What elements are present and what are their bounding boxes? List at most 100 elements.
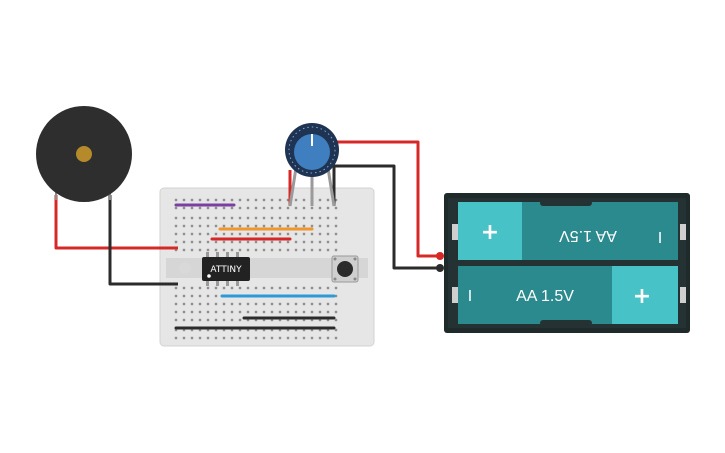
breadboard[interactable] — [159, 187, 375, 347]
breadboard-hole — [174, 302, 178, 306]
breadboard-hole — [334, 336, 338, 340]
breadboard-hole — [318, 318, 322, 322]
breadboard-hole — [334, 206, 338, 210]
battery-minus-terminal[interactable] — [436, 264, 444, 272]
breadboard-hole — [262, 198, 266, 202]
breadboard-hole — [254, 224, 258, 228]
battery-holder[interactable]: + AA 1.5V I I AA 1.5V + — [444, 193, 690, 333]
breadboard-hole — [246, 328, 250, 332]
breadboard-hole — [262, 216, 266, 220]
breadboard-hole — [326, 336, 330, 340]
battery-plus-terminal[interactable] — [436, 252, 444, 260]
buzzer-red-wire[interactable] — [54, 195, 178, 250]
breadboard-hole — [302, 206, 306, 210]
breadboard-hole — [182, 310, 186, 314]
breadboard-hole — [230, 198, 234, 202]
breadboard-hole — [198, 310, 202, 314]
breadboard-hole — [222, 328, 226, 332]
breadboard-hole — [310, 328, 314, 332]
pot-scale-ticks — [288, 126, 336, 174]
breadboard-hole — [286, 336, 290, 340]
breadboard-hole — [182, 294, 186, 298]
pot-knob[interactable] — [294, 134, 330, 170]
battery-bottom[interactable]: I AA 1.5V + — [458, 266, 678, 326]
breadboard-hole — [302, 198, 306, 202]
potentiometer[interactable] — [285, 123, 339, 207]
breadboard-hole — [222, 206, 226, 210]
breadboard-hole — [278, 206, 282, 210]
breadboard-hole — [278, 318, 282, 322]
breadboard-hole — [318, 328, 322, 332]
breadboard-hole — [206, 336, 210, 340]
breadboard-hole — [182, 302, 186, 306]
breadboard-hole — [254, 286, 258, 290]
breadboard-hole — [286, 328, 290, 332]
breadboard-hole — [262, 336, 266, 340]
breadboard-hole — [198, 216, 202, 220]
breadboard-hole — [310, 216, 314, 220]
breadboard-hole — [286, 310, 290, 314]
breadboard-hole — [230, 310, 234, 314]
breadboard-hole — [302, 328, 306, 332]
breadboard-hole — [278, 286, 282, 290]
breadboard-hole — [174, 318, 178, 322]
breadboard-hole — [182, 206, 186, 210]
breadboard-hole — [238, 224, 242, 228]
breadboard-hole — [174, 240, 178, 244]
breadboard-hole — [294, 248, 298, 252]
breadboard-hole — [318, 240, 322, 244]
breadboard-hole — [222, 302, 226, 306]
breadboard-hole — [278, 336, 282, 340]
breadboard-hole — [222, 336, 226, 340]
breadboard-hole — [334, 294, 338, 298]
breadboard-hole — [190, 248, 194, 252]
battery-bottom-minus-sign: I — [468, 288, 472, 305]
breadboard-hole — [246, 240, 250, 244]
breadboard-hole — [246, 224, 250, 228]
breadboard-hole — [238, 198, 242, 202]
breadboard-hole — [254, 248, 258, 252]
breadboard-hole — [190, 198, 194, 202]
breadboard-hole — [246, 286, 250, 290]
breadboard-hole — [270, 302, 274, 306]
breadboard-hole — [270, 232, 274, 236]
breadboard-hole — [206, 232, 210, 236]
breadboard-hole — [294, 286, 298, 290]
attiny-chip[interactable]: ATTINY — [202, 252, 250, 286]
breadboard-hole — [270, 336, 274, 340]
breadboard-hole — [326, 310, 330, 314]
buzzer-black-wire[interactable] — [108, 195, 178, 286]
piezo-buzzer[interactable] — [36, 106, 132, 202]
breadboard-hole — [262, 232, 266, 236]
breadboard-hole — [278, 224, 282, 228]
breadboard-hole — [190, 224, 194, 228]
breadboard-hole — [262, 286, 266, 290]
breadboard-hole — [294, 318, 298, 322]
breadboard-hole — [238, 240, 242, 244]
breadboard-hole — [270, 216, 274, 220]
chip-pin1-marker — [207, 274, 211, 278]
breadboard-hole — [334, 318, 338, 322]
breadboard-hole — [262, 224, 266, 228]
battery-black-wire[interactable] — [332, 164, 440, 270]
breadboard-hole — [230, 318, 234, 322]
breadboard-hole — [270, 240, 274, 244]
battery-top[interactable]: + AA 1.5V I — [458, 200, 678, 260]
breadboard-hole — [278, 310, 282, 314]
breadboard-hole — [190, 216, 194, 220]
breadboard-hole — [206, 294, 210, 298]
breadboard-hole — [262, 328, 266, 332]
breadboard-hole — [318, 336, 322, 340]
push-button[interactable] — [331, 255, 359, 283]
breadboard-hole — [198, 318, 202, 322]
breadboard-hole — [334, 216, 338, 220]
breadboard-hole — [238, 310, 242, 314]
breadboard-hole — [302, 318, 306, 322]
breadboard-hole — [318, 198, 322, 202]
breadboard-hole — [198, 232, 202, 236]
breadboard-hole — [214, 302, 218, 306]
breadboard-hole — [214, 328, 218, 332]
breadboard-hole — [254, 198, 258, 202]
breadboard-hole — [286, 232, 290, 236]
breadboard-hole — [318, 206, 322, 210]
